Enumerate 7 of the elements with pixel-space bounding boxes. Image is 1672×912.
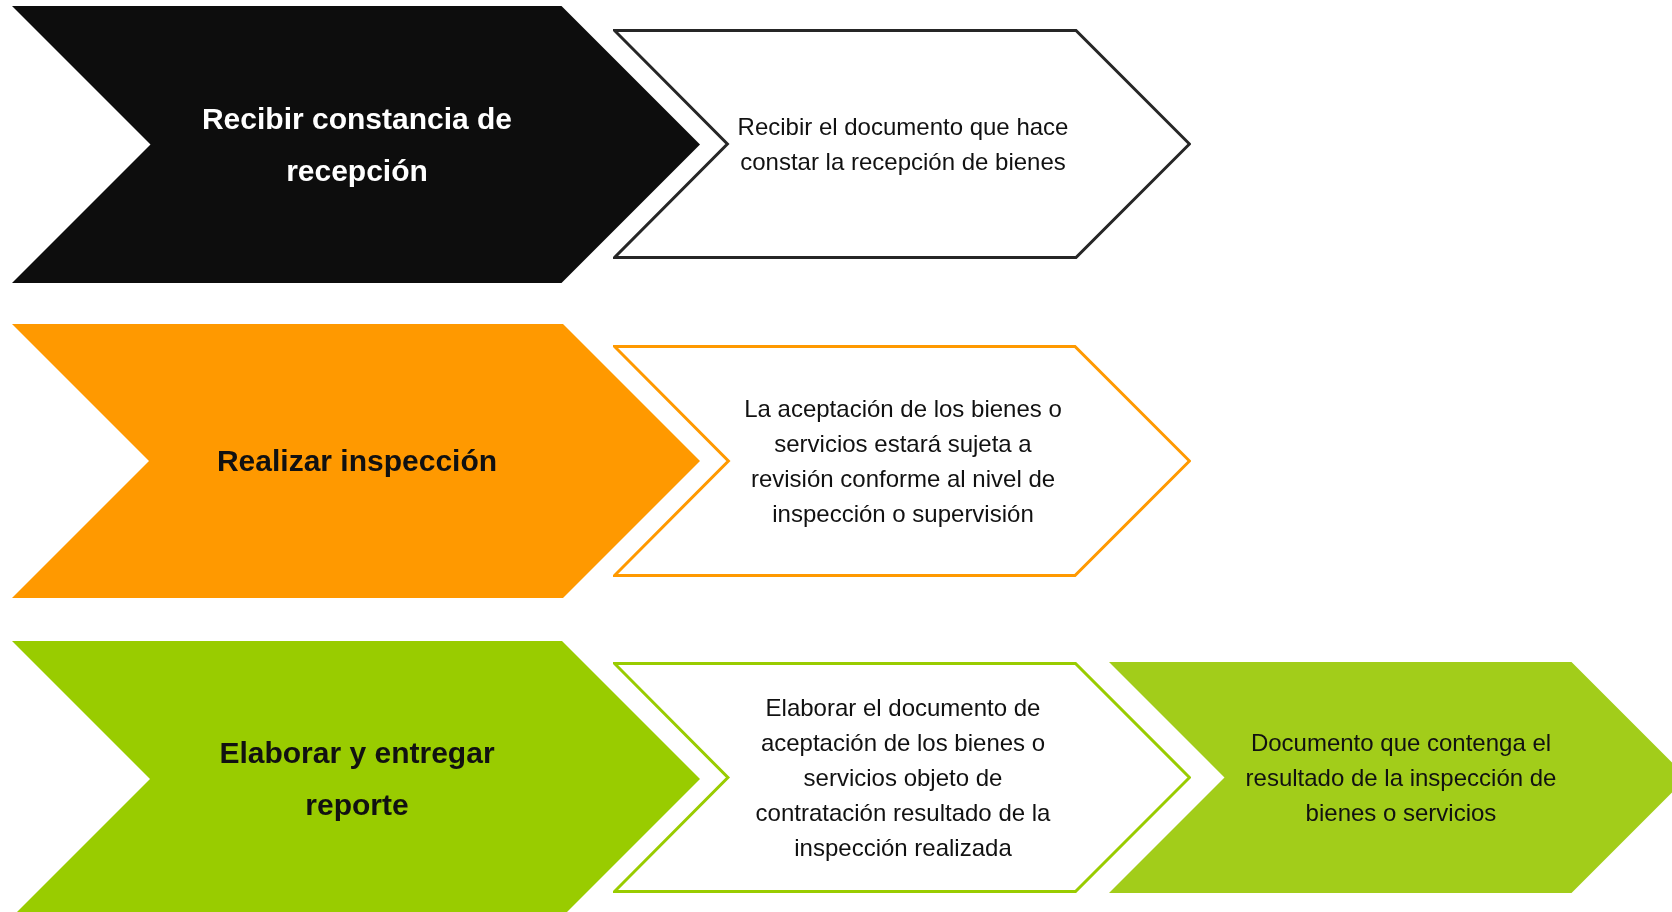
- step-title: Realizar inspección: [216, 443, 498, 479]
- step-description: Recibir el documento que hace constar la recepción de bienes: [736, 112, 1070, 177]
- step-title: Elaborar y entregar reporte: [218, 735, 496, 823]
- step-description: La aceptación de los bienes o servicios estará sujeta a revisión conforme al nivel de inspección o supervisión: [743, 394, 1063, 529]
- step-description: Elaborar el documento de aceptación de los bienes o servicios objeto de contratación resultado de la inspección realizada: [754, 693, 1052, 863]
- step-title: Recibir constancia de recepción: [200, 100, 514, 189]
- step-description: Documento que contenga el resultado de la inspección de bienes o servicios: [1244, 728, 1558, 828]
